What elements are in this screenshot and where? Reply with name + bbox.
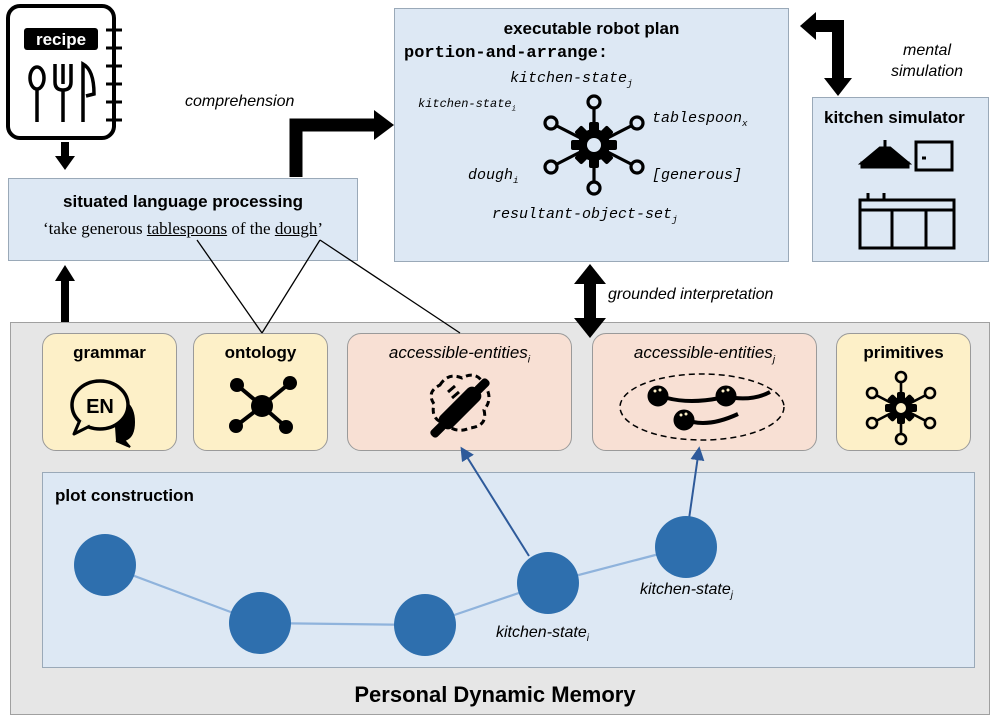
grounded-interpretation-label: grounded interpretation <box>608 286 774 303</box>
word-tablespoons: tablespoons <box>146 219 228 238</box>
primitives-label: primitives <box>863 343 944 362</box>
word-dough: dough <box>274 219 318 238</box>
plan-node-dough-i: doughi <box>468 167 519 186</box>
utensils-icon <box>28 61 96 122</box>
plan-title: executable robot plan <box>503 19 680 38</box>
recipe-label: recipe <box>36 30 86 49</box>
kitchen-simulator-title: kitchen simulator <box>824 108 965 127</box>
plan-node-kitchen-state-i: kitchen-statei <box>418 97 517 114</box>
ontology-label: ontology <box>224 343 297 362</box>
plan-node-tablespoon-x: tablespoonx <box>652 110 748 129</box>
comprehension-label: comprehension <box>185 93 295 110</box>
plot-label-kitchen-state-i: kitchen-statei <box>496 624 589 645</box>
plot-construction-title: plot construction <box>55 486 194 505</box>
plan-node-kitchen-state-j: kitchen-statej <box>510 70 633 89</box>
comprehension-arrow <box>289 110 394 177</box>
plan-node-resultant-object-set-j: resultant-object-setj <box>492 206 678 225</box>
recipe-to-processing-arrow <box>55 142 75 170</box>
recipe-book-icon <box>6 4 122 140</box>
plan-node-generous: [generous] <box>652 167 743 184</box>
grammar-label: grammar <box>73 343 146 362</box>
mental-simulation-label: mental simulation <box>890 42 964 80</box>
accessible-entities-i-label: accessible-entitiesi <box>388 343 531 366</box>
accessible-entities-j-label: accessible-entitiesj <box>633 343 776 366</box>
situated-title: situated language processing <box>63 192 303 211</box>
mental-simulation-arrow <box>800 12 852 96</box>
memory-to-processing-arrow <box>55 265 75 322</box>
memory-title: Personal Dynamic Memory <box>354 682 636 707</box>
situated-quote: ‘take generous tablespoons of the dough’ <box>43 219 323 238</box>
plot-label-kitchen-state-j: kitchen-statej <box>640 581 733 602</box>
plan-code: portion-and-arrange: <box>404 44 609 63</box>
